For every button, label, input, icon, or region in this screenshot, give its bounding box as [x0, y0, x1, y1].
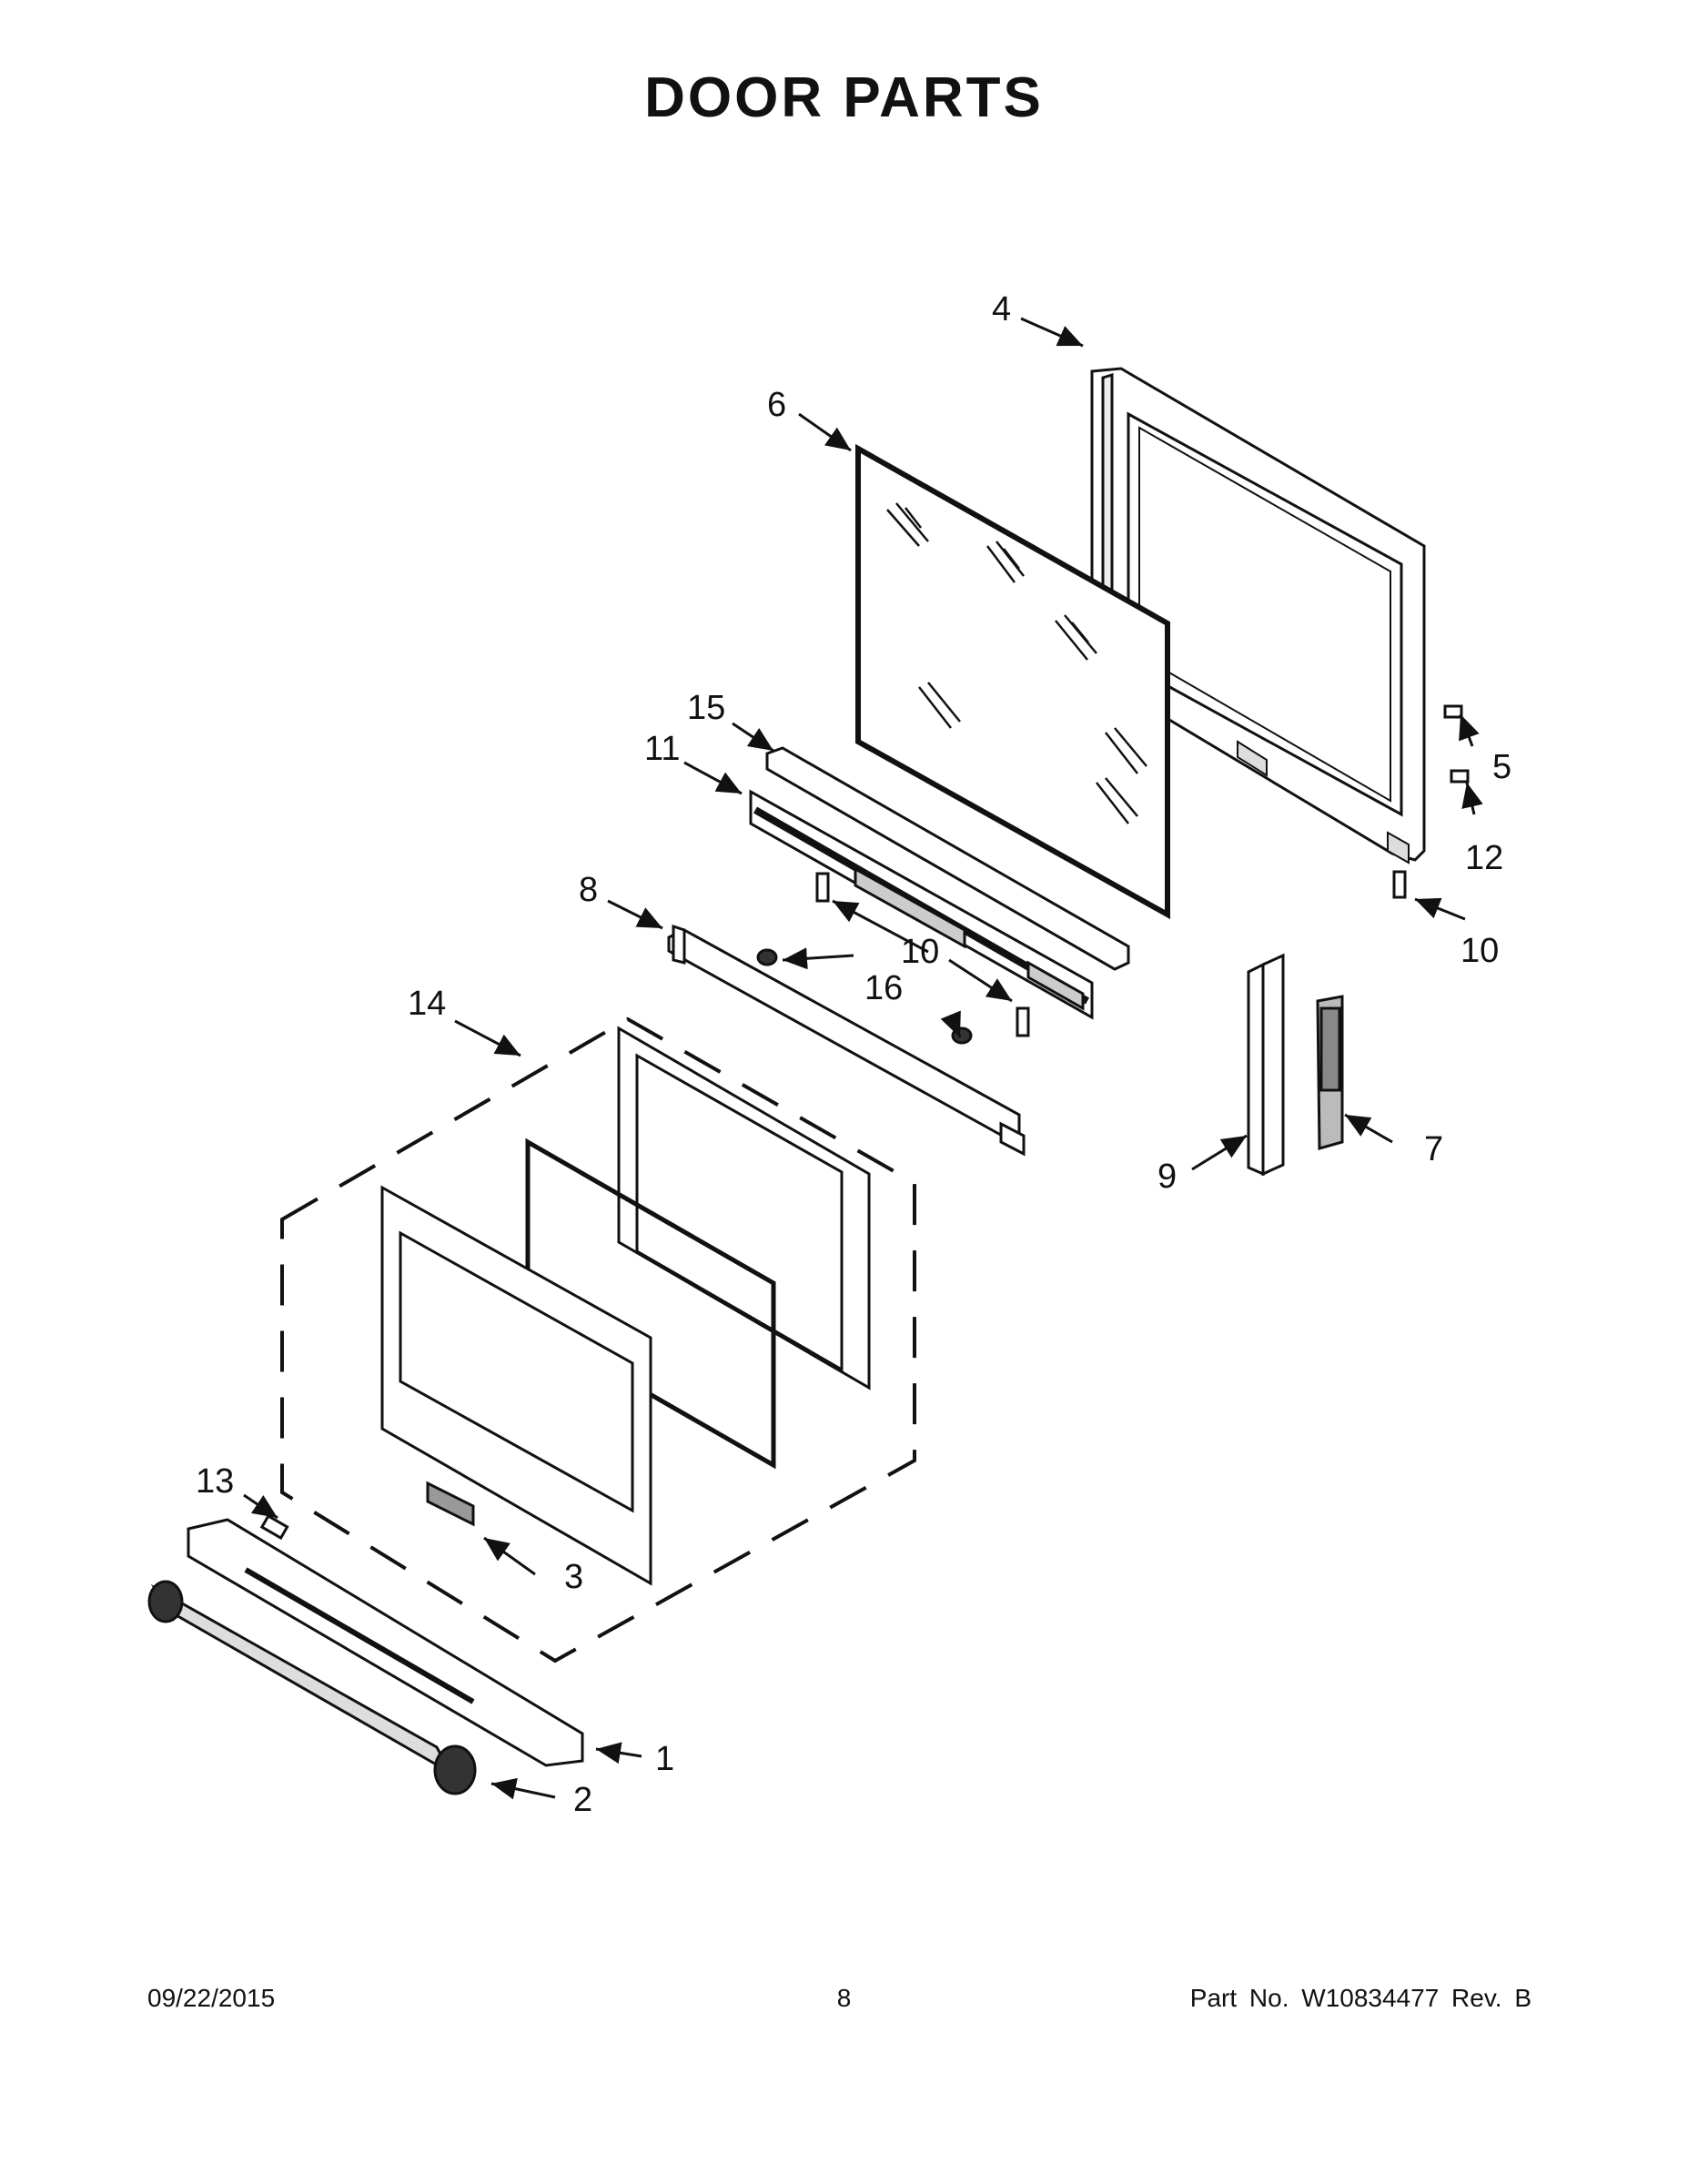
callout-arrows	[243, 317, 1483, 1800]
callout-7: 7	[1424, 1130, 1443, 1168]
door-frame-part	[1090, 367, 1426, 864]
door-handle-part	[147, 1513, 584, 1795]
inner-glass-part	[380, 1026, 871, 1586]
glass-panel-part	[855, 443, 1170, 920]
callout-6: 6	[767, 386, 786, 424]
callout-16: 16	[864, 969, 903, 1007]
callout-9: 9	[1157, 1158, 1177, 1196]
callout-15: 15	[687, 689, 725, 727]
inner-door-assembly-outline	[280, 1016, 916, 1663]
page-title: DOOR PARTS	[644, 66, 1044, 129]
callout-13: 13	[196, 1462, 234, 1501]
door-trim-part	[749, 746, 1130, 1020]
callout-8: 8	[579, 871, 598, 909]
callout-10-right: 10	[1461, 932, 1499, 970]
door-bracket-part	[667, 924, 1026, 1157]
footer-date: 09/22/2015	[147, 1984, 276, 2012]
fastener-parts	[756, 704, 1470, 1045]
callout-2: 2	[573, 1781, 592, 1819]
callout-11: 11	[644, 730, 680, 768]
callout-12: 12	[1465, 839, 1503, 877]
callout-4: 4	[992, 290, 1011, 329]
callout-5: 5	[1492, 748, 1511, 786]
callout-14: 14	[408, 985, 446, 1023]
callout-labels: 4 6 15 11 8 10 16 14 5 12 10 7 9 13 3 1 …	[196, 290, 1511, 1819]
hinge-parts	[1247, 953, 1344, 1177]
callout-1: 1	[655, 1740, 674, 1778]
footer-part-number: Part No. W10834477 Rev. B	[1189, 1984, 1531, 2012]
callout-3: 3	[564, 1558, 583, 1596]
footer-page-number: 8	[836, 1984, 852, 2012]
callout-10-center: 10	[901, 933, 939, 971]
